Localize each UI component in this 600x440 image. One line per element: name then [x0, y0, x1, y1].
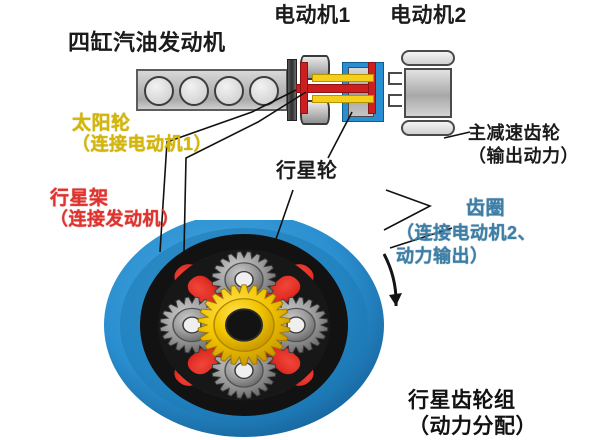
final-drive-cap-top: [401, 50, 455, 66]
shaft-yellow-upper: [312, 74, 374, 82]
sun-gear-callout: 太阳轮 （连接电动机1）: [72, 113, 212, 154]
engine-title: 四缸汽油发动机: [68, 30, 226, 55]
shaft-red-vertical-right: [368, 62, 376, 114]
sun-gear: [197, 284, 291, 366]
shaft-yellow-lower: [312, 95, 374, 103]
ring-gear-callout: 齿圈: [466, 198, 506, 219]
gearset-callout-line2: （动力分配）: [408, 415, 537, 439]
gearset-callout-line1: 行星齿轮组: [408, 389, 516, 412]
final-drive-cap-bottom: [401, 120, 455, 136]
ring-gear-callout-sub: （连接电动机2、 动力输出）: [396, 222, 536, 269]
planet-carrier-callout-line2: （连接发动机）: [50, 209, 180, 230]
engine-block: [136, 69, 288, 111]
engine-cylinder-1: [144, 76, 174, 106]
final-drive-gear: [404, 68, 452, 118]
engine-cylinder-2: [179, 76, 209, 106]
final-drive-bracket-bottom: [388, 94, 402, 107]
gearset-callout: 行星齿轮组 （动力分配）: [408, 388, 537, 440]
shaft-red-horizontal: [296, 84, 376, 93]
engine-cylinder-4: [249, 76, 279, 106]
ring-gear-callout-sub-line1: （连接电动机2、: [396, 223, 537, 243]
sun-gear-body: [197, 284, 291, 366]
planet-carrier-callout-line1: 行星架: [50, 188, 109, 209]
final-drive-bracket-top: [388, 72, 402, 85]
final-drive-callout: 主减速齿轮 （输出动力）: [468, 122, 579, 167]
motor2-title: 电动机2: [390, 4, 467, 27]
final-drive-callout-line1: 主减速齿轮: [468, 123, 561, 143]
ring-gear-callout-sub-line2: 动力输出）: [396, 246, 489, 267]
final-drive-callout-line2: （输出动力）: [468, 145, 579, 166]
shaft-red-vertical-left: [300, 62, 308, 114]
engine-cylinder-3: [214, 76, 244, 106]
motor1-title: 电动机1: [274, 4, 351, 27]
planet-carrier-callout: 行星架 （连接发动机）: [50, 188, 180, 229]
sun-gear-callout-line1: 太阳轮: [72, 113, 131, 134]
planet-gear-callout: 行星轮: [276, 160, 338, 182]
rotation-arrow-head: [389, 293, 402, 306]
planetary-gear-set-illustration: [104, 220, 402, 437]
sun-gear-callout-line2: （连接电动机1）: [72, 134, 213, 155]
